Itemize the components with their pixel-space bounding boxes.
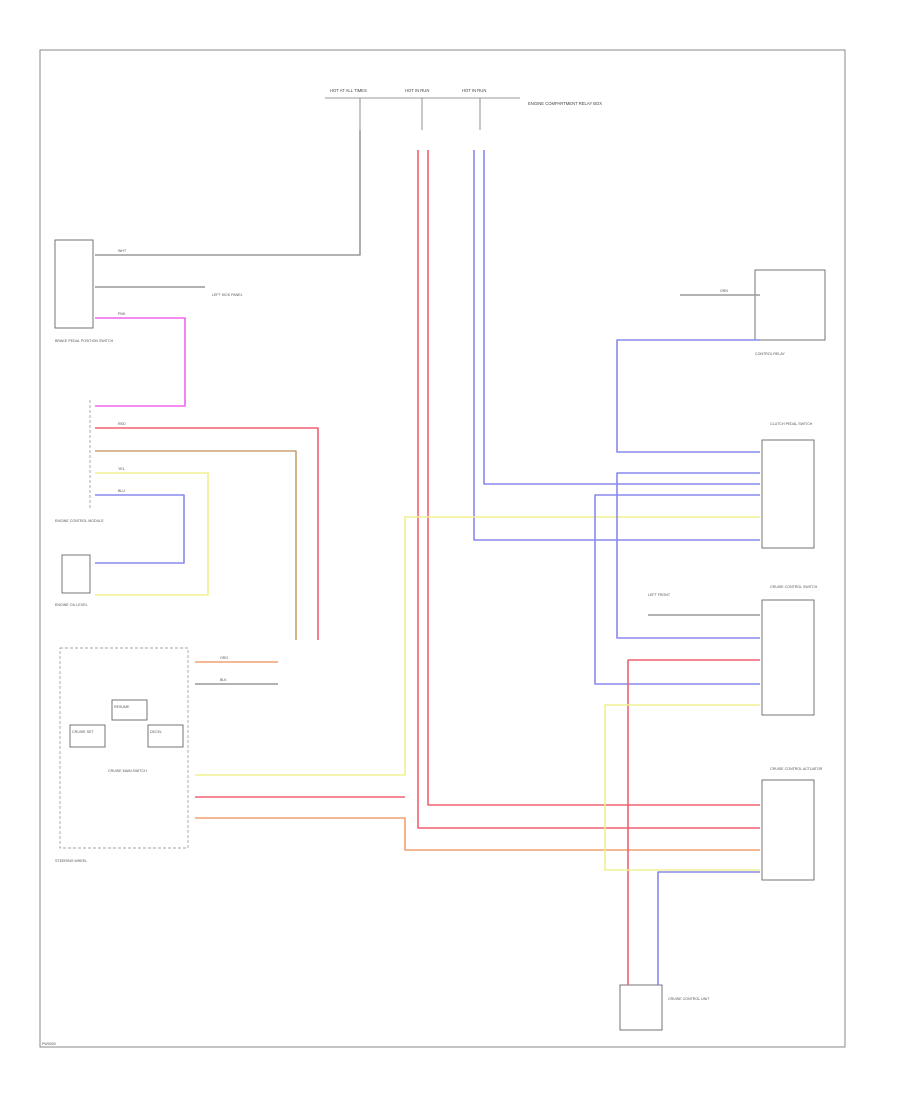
wire-blue-ecm <box>95 494 185 564</box>
wire-red-ecm <box>95 427 319 640</box>
label-wht: WHT <box>118 249 127 253</box>
top-relay-box <box>754 269 826 341</box>
decel-label: DECEL <box>150 730 162 734</box>
middle-switch-box <box>761 599 815 716</box>
right-ground-label: LEFT FRONT <box>648 593 671 597</box>
wire-label-layer: WHT PNK RED YEL BLU ORG BLK GRN <box>118 249 728 682</box>
main-switch-label: CRUISE MAIN SWITCH <box>108 769 147 773</box>
top-fuse-block: HOT AT ALL TIMES HOT IN RUN HOT IN RUN E… <box>325 88 602 130</box>
top-label-2: HOT IN RUN <box>405 88 429 93</box>
wire-red-mid <box>627 659 760 985</box>
left-ground-label: LEFT KICK PANEL <box>212 293 243 297</box>
ecm-label: ENGINE CONTROL MODULE <box>55 519 104 523</box>
resume-label: RESUME <box>114 705 130 709</box>
label-pnk: PNK <box>118 312 126 316</box>
middle-switch-label: CRUISE CONTROL SWITCH <box>770 585 818 589</box>
oil-sensor-label: ENGINE OIL LEVEL <box>55 603 88 607</box>
diagram-frame <box>39 49 846 1048</box>
wire-yellow-steer <box>195 516 760 776</box>
upper-switch-box <box>761 439 815 549</box>
resume-box <box>111 699 148 721</box>
steering-label: STEERING WHEEL <box>55 859 87 863</box>
decel-box <box>147 724 184 748</box>
wire-blue-mid <box>594 494 760 685</box>
top-label-3: HOT IN RUN <box>462 88 486 93</box>
label-red: RED <box>118 422 126 426</box>
wire-yellow-ecm <box>95 472 209 596</box>
bottom-unit-label: CRUISE CONTROL UNIT <box>668 997 710 1001</box>
wire-layer <box>95 130 760 985</box>
wire-blue-long-b <box>483 150 760 485</box>
lower-switch-box <box>761 779 815 881</box>
cruise-set-box <box>69 724 106 748</box>
oil-sensor-box <box>61 554 91 594</box>
wire-blue-bottom <box>657 871 760 985</box>
cruise-set-label: CRUISE SET <box>72 730 94 734</box>
steering-boundary <box>59 647 189 849</box>
wire-red-long-a <box>417 150 760 829</box>
label-blk: BLK <box>220 678 227 682</box>
top-label-1: HOT AT ALL TIMES <box>330 88 367 93</box>
wire-gray-fuse1 <box>95 130 361 256</box>
wire-brown-ecm <box>95 450 297 640</box>
brake-switch-label: BRAKE PEDAL POSITION SWITCH <box>55 339 114 343</box>
label-blu: BLU <box>118 489 125 493</box>
wire-blue-long-a <box>473 150 760 541</box>
upper-switch-label: CLUTCH PEDAL SWITCH <box>770 422 813 426</box>
lower-switch-label: CRUISE CONTROL ACTUATOR <box>770 767 823 771</box>
wire-blue-relay <box>616 339 760 453</box>
brake-switch-box <box>54 239 94 329</box>
wire-blue-upper-mid <box>616 472 760 639</box>
wire-red-long-b <box>427 150 760 806</box>
wire-orange-lower <box>195 817 760 851</box>
label-org: ORG <box>220 656 228 660</box>
wire-yellow-mid <box>604 704 760 871</box>
top-note: ENGINE COMPARTMENT RELAY BOX <box>528 101 602 106</box>
label-ylw: YEL <box>118 467 125 471</box>
label-grn: GRN <box>720 289 728 293</box>
top-relay-label: CONTROL RELAY <box>755 352 786 356</box>
wire-pink <box>95 317 186 407</box>
footer-code: PW0000 <box>42 1042 56 1046</box>
bottom-unit-box <box>619 984 663 1031</box>
